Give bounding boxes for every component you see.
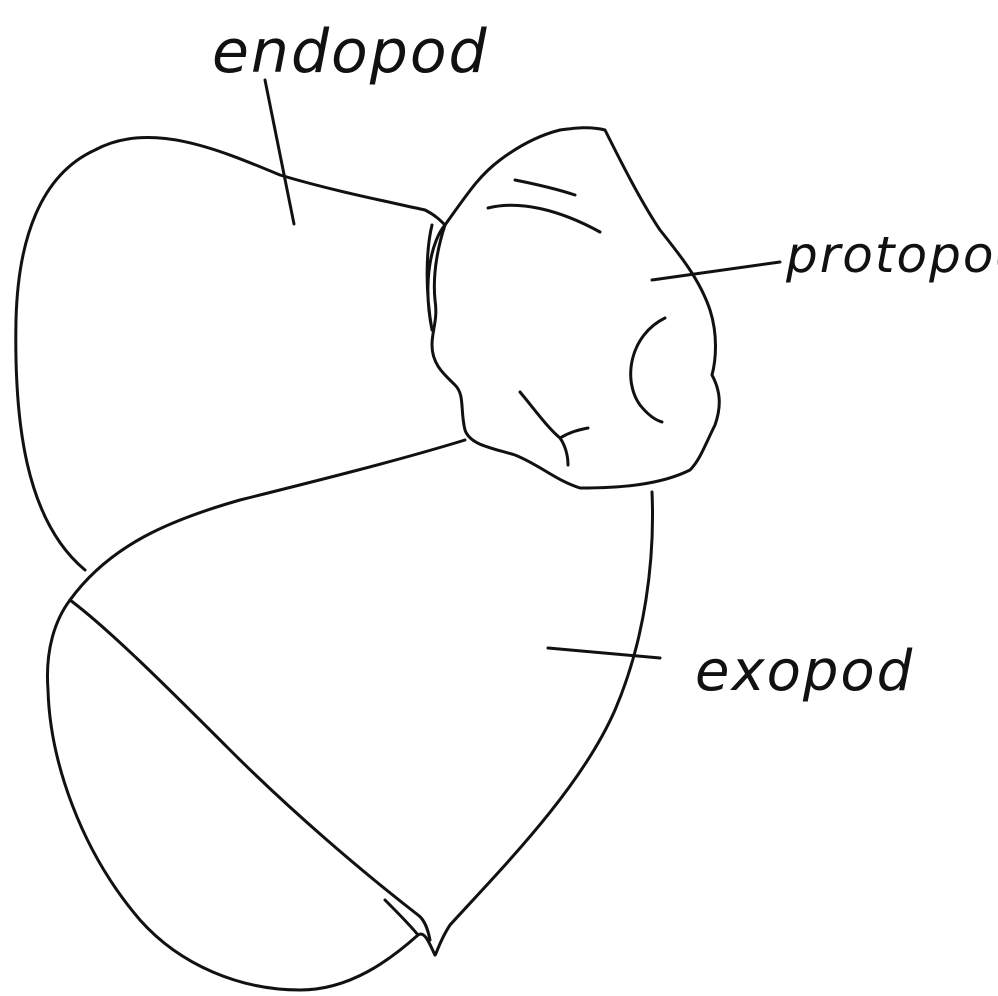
exopod-outer-edge	[435, 492, 653, 955]
exopod-fold-tip	[385, 900, 418, 935]
exopod-upper-edge	[70, 440, 465, 600]
protopod-label: protopod	[785, 226, 998, 284]
protopod-leader-line	[652, 262, 780, 280]
endopod-leader-line	[265, 80, 294, 224]
endopod-label: endopod	[212, 17, 489, 87]
exopod-label: exopod	[695, 639, 914, 704]
exopod-inner-fold	[70, 600, 430, 940]
exopod-lower-segment	[47, 600, 435, 990]
protopod-outline	[432, 128, 719, 488]
exopod-leader-line	[548, 648, 660, 658]
protopod-fold-2	[515, 180, 575, 195]
protopod-fold-4	[520, 392, 588, 465]
protopod-fold-1	[488, 205, 600, 232]
protopod-fold-3	[631, 318, 665, 422]
